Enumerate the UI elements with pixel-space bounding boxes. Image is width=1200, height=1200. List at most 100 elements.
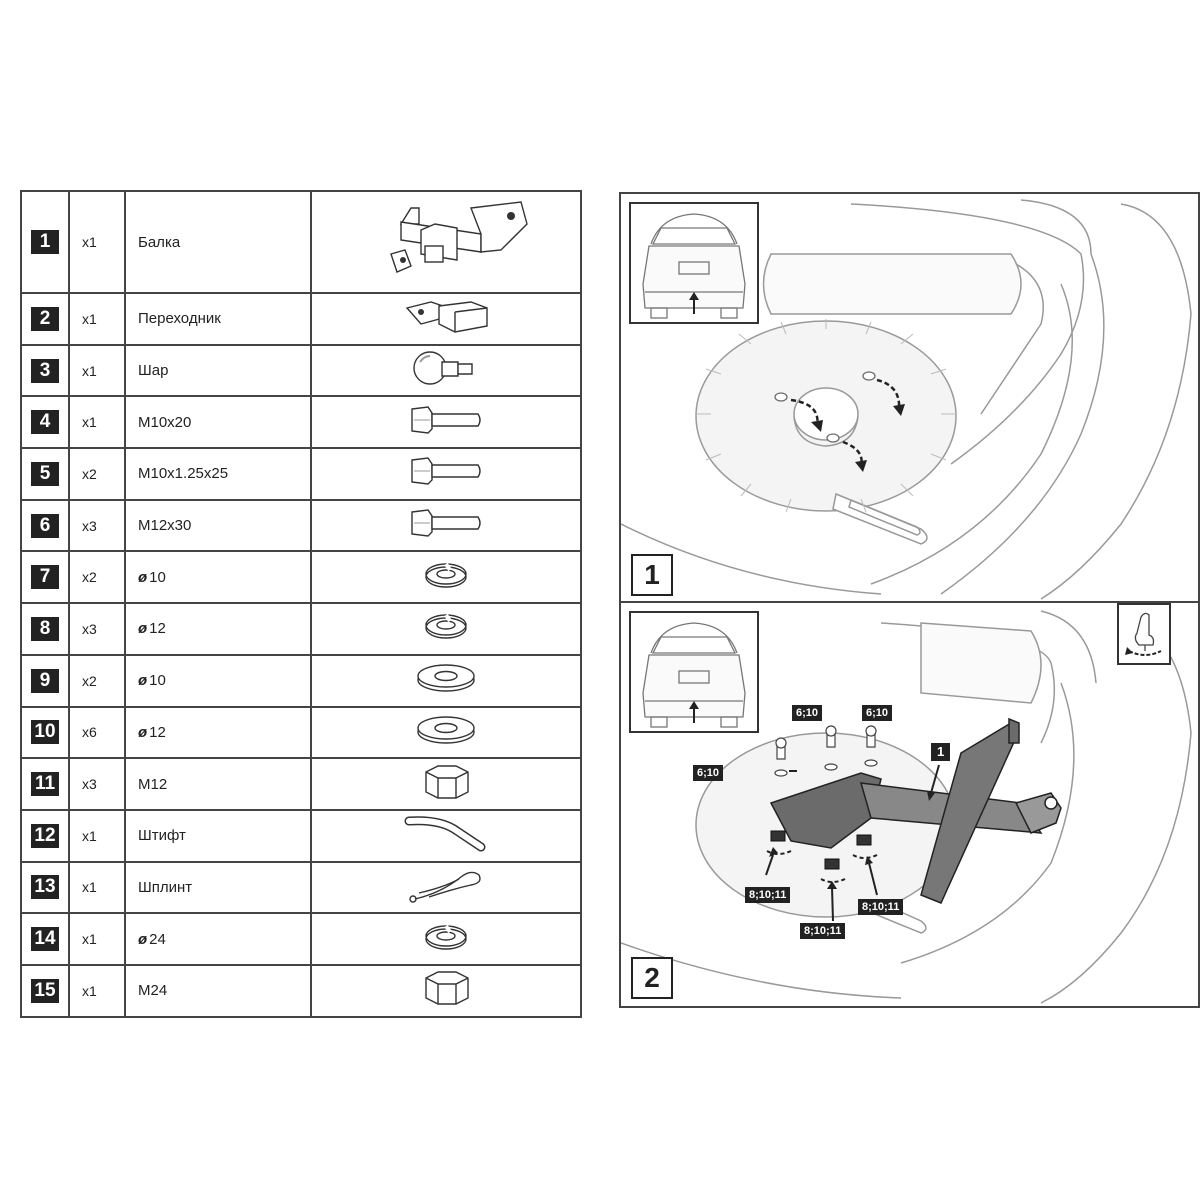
part-quantity: x3 — [68, 602, 126, 656]
car-rear-view-icon — [642, 622, 746, 728]
part-illustration-cell — [310, 550, 582, 605]
part-number-cell: 12 — [20, 808, 70, 863]
part-number-cell: 14 — [20, 912, 70, 966]
car-rear-view-inset — [629, 611, 759, 733]
flat-washer-icon — [312, 713, 580, 752]
spring-washer-icon — [312, 919, 580, 960]
part-name-cell: Переходник — [124, 292, 312, 346]
tighten-hand-icon — [1125, 612, 1162, 656]
cotter-pin-icon — [312, 863, 580, 912]
tow-bar-beam-icon — [312, 194, 580, 291]
step-2-number-badge: 2 — [631, 957, 673, 999]
part-quantity: x1 — [68, 395, 126, 450]
part-name-cell: Шар — [124, 343, 312, 398]
part-illustration-cell — [310, 447, 582, 501]
part-quantity: x1 — [68, 860, 126, 915]
car-rear-view-icon — [642, 213, 746, 319]
part-illustration-cell — [310, 912, 582, 966]
diameter-symbol: ø — [138, 620, 148, 638]
tow-bar-installation-scene — [621, 610, 1192, 1004]
hex-nut-icon — [312, 968, 580, 1013]
step-1-panel: 1 — [619, 192, 1200, 603]
part-illustration-cell — [310, 292, 582, 346]
part-name: Штифт — [138, 827, 186, 845]
part-name: 24 — [149, 930, 166, 948]
part-name-cell: M12x30 — [124, 498, 312, 553]
flat-washer-icon — [312, 661, 580, 700]
adapter-icon — [312, 296, 580, 341]
part-name: M24 — [138, 982, 168, 1000]
bolt-icon — [312, 506, 580, 545]
step-1-number-badge: 1 — [631, 554, 673, 596]
trunk-spare-wheel-scene — [621, 199, 1192, 600]
part-name-cell: Штифт — [124, 808, 312, 863]
part-number-badge: 5 — [31, 461, 59, 486]
part-number-cell: 2 — [20, 292, 70, 346]
part-name: Переходник — [138, 310, 221, 328]
part-illustration-cell — [310, 705, 582, 760]
part-number-cell: 8 — [20, 602, 70, 656]
hex-nut-icon — [312, 762, 580, 807]
parts-row: 3 x1 Шар — [20, 343, 582, 398]
torque-wrench-inset — [1117, 603, 1171, 665]
nut-callout-middle: 8;10;11 — [800, 923, 846, 939]
bolt-icon — [312, 454, 580, 493]
part-name: Балка — [138, 233, 181, 251]
part-number-badge: 2 — [31, 306, 59, 331]
part-name: 12 — [149, 723, 166, 741]
part-name: M10x20 — [138, 413, 192, 431]
part-name: M12x30 — [138, 517, 192, 535]
diameter-symbol: ø — [138, 568, 148, 586]
part-number-cell: 7 — [20, 550, 70, 605]
part-name: Шар — [138, 362, 169, 380]
spring-washer-icon — [312, 557, 580, 598]
part-number-badge: 3 — [31, 358, 59, 383]
part-name: Шплинт — [138, 878, 193, 896]
part-number-cell: 5 — [20, 447, 70, 501]
part-illustration-cell — [310, 190, 582, 294]
part-quantity: x2 — [68, 653, 126, 708]
part-illustration-cell — [310, 808, 582, 863]
spring-washer-icon — [312, 608, 580, 649]
part-illustration-cell — [310, 757, 582, 811]
car-rear-view-inset — [629, 202, 759, 324]
part-quantity: x3 — [68, 757, 126, 811]
part-number-cell: 4 — [20, 395, 70, 450]
bolt-icon — [312, 403, 580, 442]
part-illustration-cell — [310, 498, 582, 553]
part-number-badge: 7 — [31, 565, 59, 590]
part-number-cell: 1 — [20, 190, 70, 294]
part-number-badge: 14 — [31, 927, 59, 952]
part-quantity: x6 — [68, 705, 126, 760]
part-quantity: x1 — [68, 343, 126, 398]
part-illustration-cell — [310, 343, 582, 398]
part-illustration-cell — [310, 395, 582, 450]
part-number-badge: 8 — [31, 616, 59, 641]
part-number-badge: 10 — [31, 720, 59, 745]
part-name-cell: M10x1.25x25 — [124, 447, 312, 501]
part-name-cell: Балка — [124, 190, 312, 294]
part-number-badge: 9 — [31, 668, 59, 693]
pin-icon — [312, 811, 580, 860]
part-quantity: x2 — [68, 447, 126, 501]
part-quantity: x1 — [68, 808, 126, 863]
part-number-badge: 6 — [31, 513, 59, 538]
part-number-badge: 15 — [31, 978, 59, 1003]
part-name: M12 — [138, 775, 168, 793]
part-number-cell: 9 — [20, 653, 70, 708]
part-illustration-cell — [310, 963, 582, 1018]
diameter-symbol: ø — [138, 723, 148, 741]
